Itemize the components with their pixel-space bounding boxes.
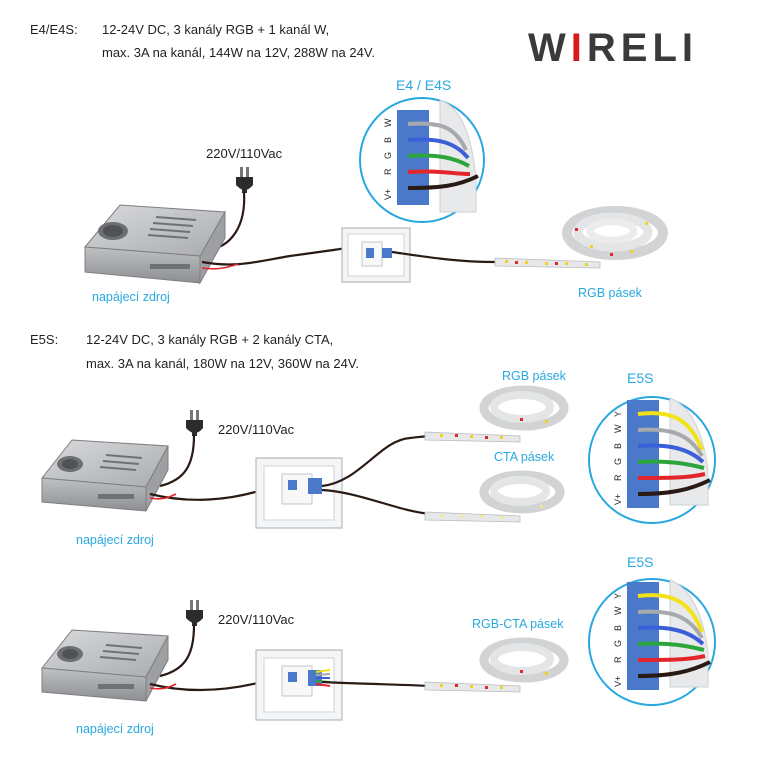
section2-plug-icon <box>186 410 203 436</box>
section2-model: E5S: <box>30 332 59 347</box>
section3-plug-icon <box>186 600 203 626</box>
section2-spec-line2: max. 3A na kanál, 180W na 12V, 360W na 2… <box>86 356 359 371</box>
svg-text:W: W <box>613 606 623 615</box>
svg-text:G: G <box>613 640 623 647</box>
svg-text:G: G <box>383 152 393 159</box>
svg-text:B: B <box>613 625 623 631</box>
section3-psu-icon <box>41 629 169 702</box>
section1-terminal-detail-icon: V+ R G B W <box>359 97 485 223</box>
section1-controller-icon <box>341 227 411 283</box>
section2-strip2-label: CTA pásek <box>494 450 555 464</box>
section2-spec-line1: 12-24V DC, 3 kanály RGB + 2 kanály CTA, <box>86 332 334 347</box>
section2-terminal-detail-icon: V+ R G B W Y <box>588 396 716 524</box>
svg-text:V+: V+ <box>613 676 623 687</box>
svg-text:R: R <box>613 656 623 663</box>
section1-spec-line1: 12-24V DC, 3 kanály RGB + 1 kanál W, <box>102 22 330 37</box>
svg-text:R: R <box>613 474 623 481</box>
svg-text:B: B <box>613 443 623 449</box>
svg-text:V+: V+ <box>613 494 623 505</box>
svg-text:Y: Y <box>613 411 623 417</box>
section3-controller-icon <box>255 649 343 721</box>
section2-voltage-label: 220V/110Vac <box>218 422 295 437</box>
section1-model: E4/E4S: <box>30 22 78 37</box>
svg-text:G: G <box>613 458 623 465</box>
section1-psu-label: napájecí zdroj <box>92 290 170 304</box>
section3-rgb-cta-strip-icon <box>424 637 569 693</box>
section1-voltage-label: 220V/110Vac <box>206 146 283 161</box>
section2-psu-label: napájecí zdroj <box>76 533 154 547</box>
section1-spec-line2: max. 3A na kanál, 144W na 12V, 288W na 2… <box>102 45 375 60</box>
section1-psu-icon <box>83 204 226 285</box>
section1-led-strip-icon <box>494 206 668 269</box>
section2-controller-icon <box>255 457 343 529</box>
section1-detail-title: E4 / E4S <box>396 77 452 93</box>
section3-strip-label: RGB-CTA pásek <box>472 617 564 631</box>
svg-text:R: R <box>383 168 393 175</box>
section2-detail-title: E5S <box>627 370 654 386</box>
section3-psu-label: napájecí zdroj <box>76 722 154 736</box>
brand-logo: WIRELI <box>528 26 698 71</box>
brand-logo-text: WIRELI <box>528 26 699 70</box>
svg-text:Y: Y <box>613 593 623 599</box>
svg-text:W: W <box>383 118 393 127</box>
section2-rgb-strip-icon <box>424 385 569 443</box>
svg-text:W: W <box>613 424 623 433</box>
section3-detail-title: E5S <box>627 554 654 570</box>
section3-terminal-detail-icon: V+ R G B W Y <box>588 578 716 706</box>
section1-plug-icon <box>236 167 253 193</box>
section2-strip1-label: RGB pásek <box>502 369 566 383</box>
svg-text:B: B <box>383 137 393 143</box>
section2-cta-strip-icon <box>424 470 565 523</box>
section2-psu-icon <box>41 439 169 512</box>
section1-strip-label: RGB pásek <box>578 286 642 300</box>
svg-text:V+: V+ <box>383 189 393 200</box>
section3-voltage-label: 220V/110Vac <box>218 612 295 627</box>
